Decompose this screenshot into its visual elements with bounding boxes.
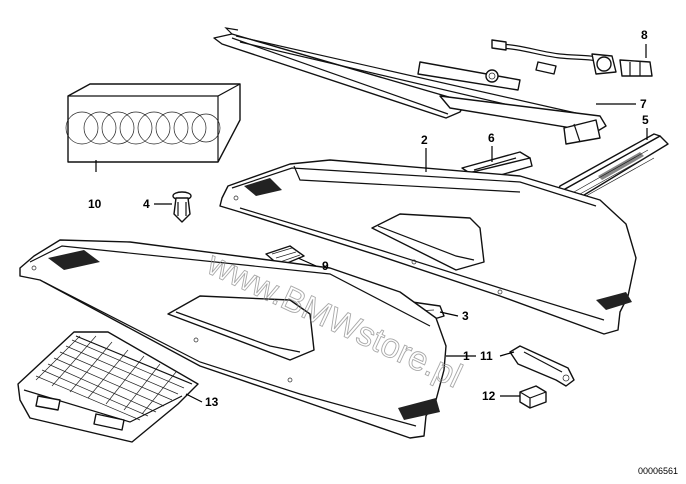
part-2-rear-shelf-upper[interactable] <box>219 159 637 335</box>
callout-13: 13 <box>205 395 219 409</box>
callout-11: 11 <box>480 349 493 363</box>
part-1-rear-shelf-lower[interactable] <box>19 239 447 439</box>
part-8-cable-connector[interactable] <box>491 39 653 77</box>
callout-8: 8 <box>641 28 648 42</box>
callout-1: 1 <box>463 349 470 363</box>
callout-4: 4 <box>143 197 150 211</box>
part-7-roller-blind-mechanism[interactable] <box>213 27 607 145</box>
diagram-reference-number: 00006561 <box>638 466 678 476</box>
callout-3: 3 <box>462 309 469 323</box>
part-13-grille-panel[interactable] <box>17 331 199 443</box>
callout-10: 10 <box>88 197 102 211</box>
part-10-foam-block[interactable] <box>65 83 241 163</box>
part-11-clip[interactable] <box>509 345 575 387</box>
callout-2: 2 <box>421 133 428 147</box>
callout-7: 7 <box>640 97 647 111</box>
callout-12: 12 <box>482 389 496 403</box>
callout-9: 9 <box>322 259 329 273</box>
callout-6: 6 <box>488 131 495 145</box>
part-4-push-clip[interactable] <box>172 191 192 223</box>
part-12-block[interactable] <box>519 385 547 409</box>
leader-lines <box>95 44 648 403</box>
callout-5: 5 <box>642 113 649 127</box>
callout-numbers: 8 7 5 6 2 10 4 9 3 1 11 12 13 <box>88 28 649 409</box>
